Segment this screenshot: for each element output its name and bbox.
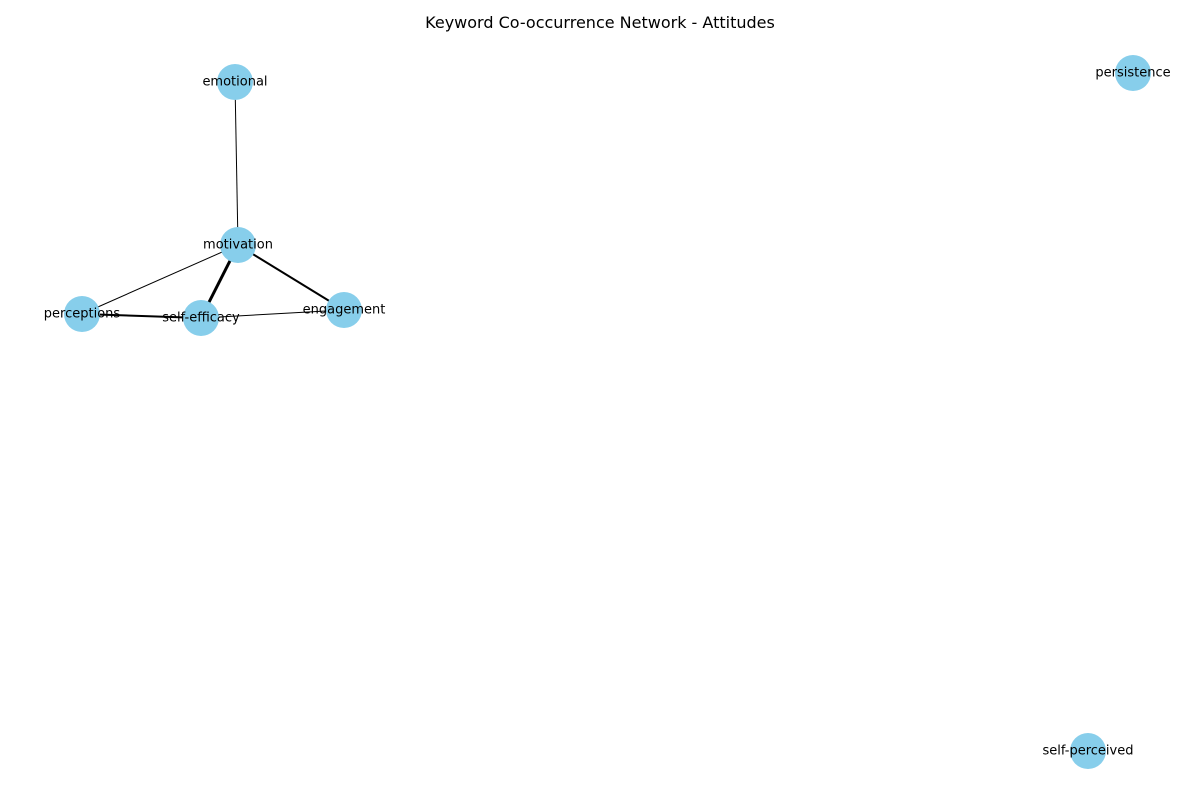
node-engagement [326,292,362,328]
node-self-efficacy [183,300,219,336]
node-label-motivation: motivation [203,238,273,253]
labels-layer: emotional motivation perceptions self-effic… [44,66,1171,759]
node-perceptions [64,296,100,332]
node-label-self-efficacy: self-efficacy [162,311,240,326]
nodes-layer [64,55,1151,769]
edge-motivation-perceptions [81,244,239,315]
node-label-emotional: emotional [202,75,267,90]
graph-title: Keyword Co-occurrence Network - Attitude… [425,13,775,32]
node-label-perceptions: perceptions [44,307,121,322]
edge-self-efficacy-engagement [200,309,345,319]
node-label-self-perceived: self-perceived [1043,744,1134,759]
node-label-persistence: persistence [1095,66,1170,81]
edges-layer [81,81,345,319]
edge-emotional-motivation [234,81,239,246]
edge-motivation-engagement [237,244,345,311]
edge-perceptions-self-efficacy [81,313,202,319]
node-label-engagement: engagement [303,303,386,318]
node-motivation [220,227,256,263]
node-persistence [1115,55,1151,91]
node-emotional [217,64,253,100]
node-self-perceived [1070,733,1106,769]
